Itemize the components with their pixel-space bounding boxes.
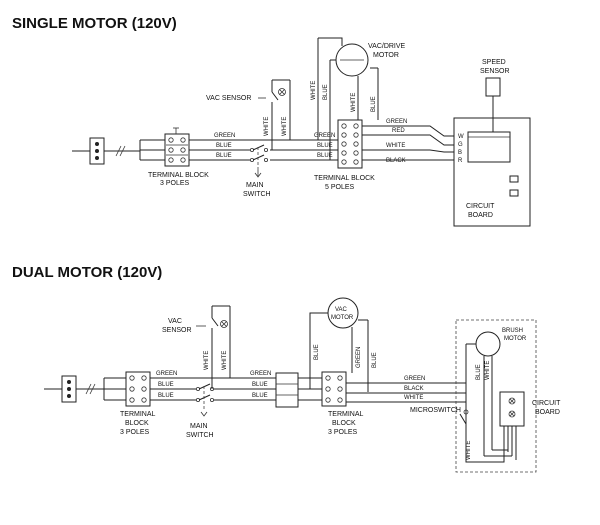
dual-wire-green-3: GREEN <box>404 376 425 382</box>
dual-vac-sensor-label-2: SENSOR <box>162 327 192 334</box>
dual-tbb-label-2: BLOCK <box>332 420 356 427</box>
single-vac-sensor-label: VAC SENSOR <box>206 95 251 102</box>
dual-wire-blue-2: BLUE <box>158 393 174 399</box>
dual-wire-blue-1: BLUE <box>158 382 174 388</box>
dual-motor-wire-blue: BLUE <box>314 344 320 360</box>
dual-brush-wire-white: WHITE <box>485 361 491 380</box>
dual-vac-motor: VAC MOTOR BLUE GREEN BLUE <box>309 297 378 392</box>
single-wire-green-3: GREEN <box>386 119 407 125</box>
single-motor-wire-blue-2: BLUE <box>371 96 377 112</box>
single-wire-white-3: WHITE <box>386 143 405 149</box>
single-pin-b: B <box>458 150 462 156</box>
single-terminal-block-3: TERMINAL BLOCK 3 POLES <box>148 133 209 187</box>
dual-connector-block <box>275 372 322 408</box>
dual-wires-b: GREEN BLACK WHITE <box>346 376 466 403</box>
dual-tbb-label-3: 3 POLES <box>328 429 358 436</box>
dual-brush-label-1: BRUSH <box>502 328 523 334</box>
dual-wire-green-1: GREEN <box>156 371 177 377</box>
single-speed-label-2: SENSOR <box>480 68 510 75</box>
dual-wire-white-1: WHITE <box>204 351 210 370</box>
dual-brush-label-2: MOTOR <box>504 336 527 342</box>
dual-board-label-2: BOARD <box>535 409 560 416</box>
dual-motor-wire-blue-2: BLUE <box>372 352 378 368</box>
single-vac-sensor: VAC SENSOR WHITE WHITE <box>206 79 291 150</box>
dual-brush-wire-blue: BLUE <box>476 364 482 380</box>
single-pin-r: R <box>458 158 463 164</box>
dual-wire-blue-4: BLUE <box>252 393 268 399</box>
dual-wire-black: BLACK <box>404 386 424 392</box>
single-wire-red: RED <box>392 128 405 134</box>
dual-brush-enclosure: BRUSH MOTOR BLUE WHITE WHITE MICROSWITCH… <box>410 319 561 473</box>
single-tb3-label-2: 3 POLES <box>160 180 190 187</box>
single-board-label-1: CIRCUIT <box>466 203 495 210</box>
dual-board-label-1: CIRCUIT <box>532 400 561 407</box>
dual-vac-sensor: VAC SENSOR WHITE WHITE <box>162 305 231 389</box>
single-motor-label-2: MOTOR <box>373 52 399 59</box>
single-main-switch-label-1: MAIN <box>246 182 264 189</box>
dual-motor-wire-green: GREEN <box>356 347 362 368</box>
dual-wire-green-2: GREEN <box>250 371 271 377</box>
single-tb5-label-1: TERMINAL BLOCK <box>314 175 375 182</box>
dual-terminal-block-b: TERMINAL BLOCK 3 POLES <box>321 371 364 436</box>
dual-main-switch-label-2: SWITCH <box>186 432 214 439</box>
dual-tba-label-2: BLOCK <box>125 420 149 427</box>
dual-microswitch-label: MICROSWITCH <box>410 407 461 414</box>
single-motor-title: SINGLE MOTOR (120V) <box>12 15 177 32</box>
single-motor-wire-white: WHITE <box>311 81 317 100</box>
single-motor-wire-white-2: WHITE <box>351 93 357 112</box>
single-speed-label-1: SPEED <box>482 59 506 66</box>
dual-plug <box>44 375 126 403</box>
dual-main-switch-label-1: MAIN <box>190 423 208 430</box>
dual-wire-blue-3: BLUE <box>252 382 268 388</box>
dual-tbb-label-1: TERMINAL <box>328 411 364 418</box>
dual-tba-label-1: TERMINAL <box>120 411 156 418</box>
dual-wire-white-4: WHITE <box>466 441 472 460</box>
single-vac-drive-motor: VAC/DRIVE MOTOR WHITE BLUE WHITE BLUE <box>311 37 406 160</box>
dual-vac-sensor-label-1: VAC <box>168 318 182 325</box>
single-tb3-label-1: TERMINAL BLOCK <box>148 172 209 179</box>
single-main-switch-label-2: SWITCH <box>243 191 271 198</box>
dual-vac-motor-label-2: MOTOR <box>331 315 354 321</box>
single-pin-g: G <box>458 142 463 148</box>
single-board-wires: GREEN RED WHITE BLACK <box>362 119 454 164</box>
single-cord <box>139 139 165 161</box>
single-wire-green: GREEN <box>214 133 235 139</box>
single-main-switch: MAIN SWITCH <box>243 144 271 198</box>
dual-vac-motor-label-1: VAC <box>335 307 348 313</box>
single-board-label-2: BOARD <box>468 212 493 219</box>
single-wire-white-1: WHITE <box>264 117 270 136</box>
single-plug <box>72 137 140 165</box>
single-wire-blue-4: BLUE <box>317 153 333 159</box>
single-speed-sensor: SPEED SENSOR <box>480 59 510 132</box>
single-wire-green-2: GREEN <box>314 133 335 139</box>
single-motor-wire-blue: BLUE <box>323 84 329 100</box>
dual-wire-white-3: WHITE <box>404 395 423 401</box>
dual-wires-a: GREEN BLUE BLUE GREEN BLUE BLUE <box>150 371 276 401</box>
single-wire-blue-2: BLUE <box>216 153 232 159</box>
dual-tba-label-3: 3 POLES <box>120 429 150 436</box>
single-terminal-block-5: TERMINAL BLOCK 5 POLES <box>314 119 375 191</box>
dual-wire-white-2: WHITE <box>222 351 228 370</box>
dual-motor-title: DUAL MOTOR (120V) <box>12 264 162 281</box>
single-tb5-label-2: 5 POLES <box>325 184 355 191</box>
single-wire-white-2: WHITE <box>282 117 288 136</box>
single-pin-w: W <box>458 134 464 140</box>
single-wire-blue-1: BLUE <box>216 143 232 149</box>
single-motor-label-1: VAC/DRIVE <box>368 43 406 50</box>
single-main-wires: GREEN BLUE BLUE GREEN BLUE BLUE <box>189 133 338 161</box>
dual-main-switch: MAIN SWITCH <box>186 383 214 439</box>
ground-icon <box>173 127 179 134</box>
dual-terminal-block-a: TERMINAL BLOCK 3 POLES <box>120 371 156 436</box>
single-wire-black: BLACK <box>386 158 406 164</box>
single-circuit-board: W G B R CIRCUIT BOARD <box>453 117 531 227</box>
single-wire-blue-3: BLUE <box>317 143 333 149</box>
